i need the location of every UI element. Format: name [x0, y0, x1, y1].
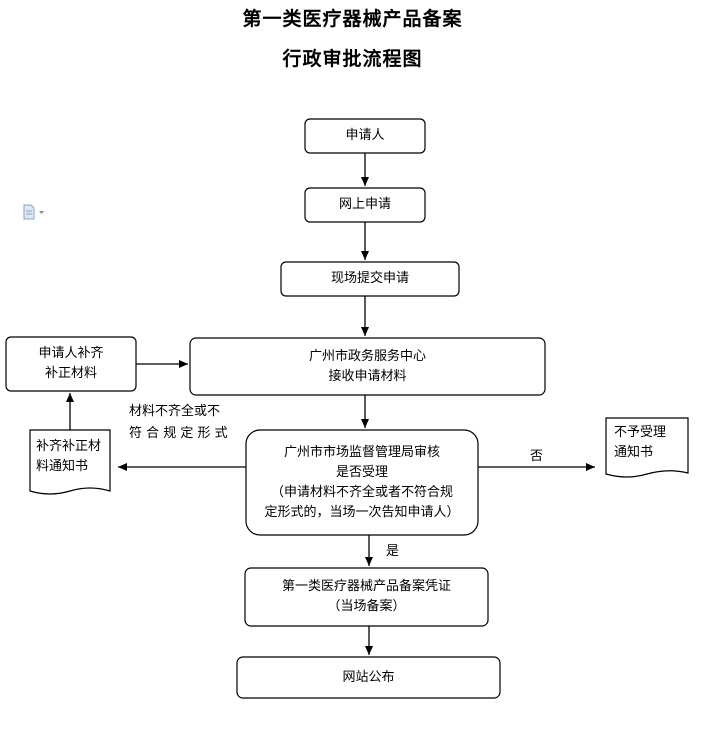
node-online-apply: 网上申请: [305, 188, 425, 222]
node-onsite-submit-label: 现场提交申请: [330, 271, 409, 286]
node-supplement-line1: 申请人补齐: [38, 346, 104, 361]
node-certificate: 第一类医疗器械产品备案凭证 （当场备案）: [245, 568, 488, 626]
node-notice-supplement-line1: 补齐补正材: [36, 439, 102, 454]
node-supplement-line2: 补正材料: [44, 366, 97, 381]
node-service-center-line1: 广州市政务服务中心: [308, 348, 426, 364]
node-review-line3: （申请材料不齐全或者不符合规: [270, 484, 453, 500]
node-review-line2: 是否受理: [335, 464, 388, 480]
box-review: [245, 429, 479, 536]
node-publish-label: 网站公布: [342, 669, 395, 685]
page-title: 第一类医疗器械产品备案: [242, 8, 463, 30]
node-publish: 网站公布: [237, 657, 500, 698]
node-notice-supplement-line2: 料通知书: [36, 459, 89, 474]
node-service-center: 广州市政务服务中心 接收申请材料: [190, 338, 545, 395]
box-publish: [236, 656, 501, 699]
node-notice-supplement: 补齐补正材 料通知书: [30, 432, 110, 482]
node-notice-reject-line2: 通知书: [614, 445, 654, 460]
doc-notice-supplement: [29, 429, 111, 495]
edge-label-incomplete-line1: 材料不齐全或不: [129, 404, 221, 419]
edge-label-no: 否: [530, 449, 544, 464]
box-service-center: [189, 337, 546, 396]
node-review-line1: 广州市市场监督管理局审核: [283, 444, 440, 460]
node-certificate-line2: （当场备案）: [327, 599, 406, 614]
node-review-line4: 定形式的，当场一次告知申请人）: [264, 504, 460, 520]
edge-label-incomplete-line2: 符 合 规 定 形 式: [129, 426, 228, 441]
doc-notice-reject: [605, 417, 689, 478]
node-applicant-label: 申请人: [345, 128, 385, 143]
node-supplement: 申请人补齐 补正材料: [6, 337, 136, 391]
node-online-apply-label: 网上申请: [338, 197, 391, 212]
node-notice-reject-line1: 不予受理: [614, 425, 667, 440]
node-service-center-line2: 接收申请材料: [328, 368, 407, 384]
node-review: 广州市市场监督管理局审核 是否受理 （申请材料不齐全或者不符合规 定形式的，当场…: [246, 430, 478, 535]
document-dropdown-icon[interactable]: [22, 204, 48, 220]
page-subtitle: 行政审批流程图: [282, 48, 423, 70]
node-notice-reject: 不予受理 通知书: [606, 420, 688, 466]
edge-label-yes: 是: [386, 544, 400, 559]
box-certificate: [244, 567, 489, 627]
node-certificate-line1: 第一类医疗器械产品备案凭证: [281, 579, 451, 594]
node-onsite-submit: 现场提交申请: [281, 262, 459, 296]
box-onsite-submit: [280, 261, 460, 297]
node-applicant: 申请人: [305, 119, 425, 153]
